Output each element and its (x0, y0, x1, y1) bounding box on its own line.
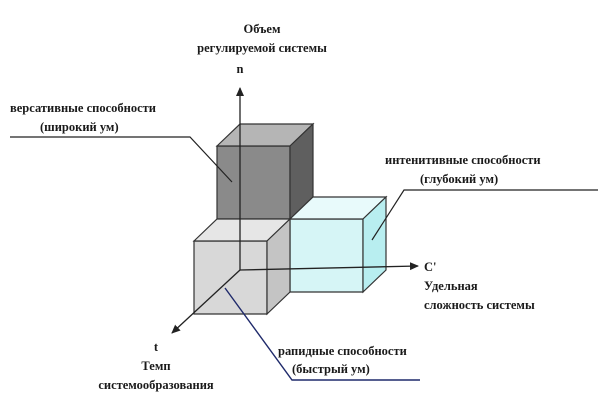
n-axis-label-line2: регулируемой системы (197, 41, 327, 55)
c-axis-label-line2: сложность системы (424, 298, 535, 312)
n-axis-symbol: n (237, 62, 244, 76)
c-axis (239, 262, 419, 271)
t-axis (171, 269, 241, 334)
rapid-leader (224, 287, 420, 381)
c-axis-symbol: C' (424, 260, 437, 274)
intensive-cube (288, 195, 388, 294)
intensive-cube-front (289, 218, 364, 293)
t-axis-symbol: t (154, 340, 159, 354)
intensive-label-line1: интенитивные способности (385, 153, 541, 167)
versatile-cube-front (216, 145, 291, 220)
rapid-label-line1: рапидные способности (278, 344, 407, 358)
rapid-label-line2: (быстрый ум) (292, 362, 370, 376)
rapid-cube-side (266, 217, 291, 316)
c-axis-label-line1: Удельная (424, 279, 478, 293)
intensive-leader (371, 189, 598, 241)
versatile-label-line2: (широкий ум) (40, 120, 119, 134)
t-axis-label-line1: Темп (141, 359, 170, 373)
versatile-label-line1: версативные способности (10, 101, 156, 115)
t-axis-label-line2: системообразования (98, 378, 214, 392)
versatile-leader (10, 136, 233, 183)
intensive-label-line2: (глубокий ум) (420, 172, 498, 186)
n-axis-label-line1: Объем (243, 22, 280, 36)
versatile-cube (215, 122, 315, 221)
